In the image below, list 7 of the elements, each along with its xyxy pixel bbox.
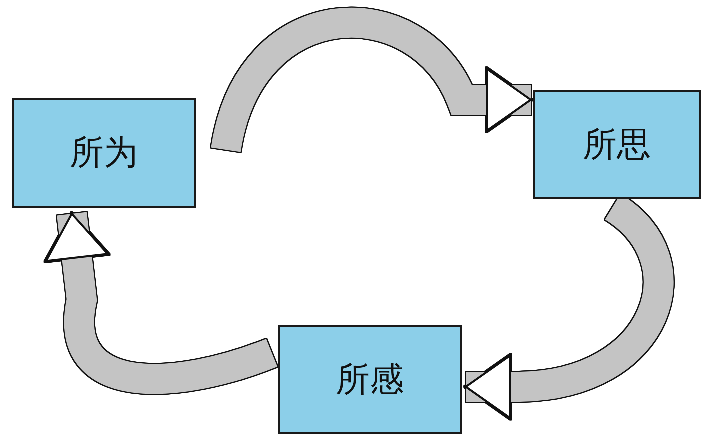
process-box xyxy=(12,98,196,208)
curved-block-arrow xyxy=(211,8,532,154)
box-label: 所为 xyxy=(70,132,138,175)
process-box xyxy=(533,90,701,199)
box-label: 所思 xyxy=(583,124,651,166)
box-label: 所感 xyxy=(336,358,404,402)
process-box xyxy=(278,325,462,434)
